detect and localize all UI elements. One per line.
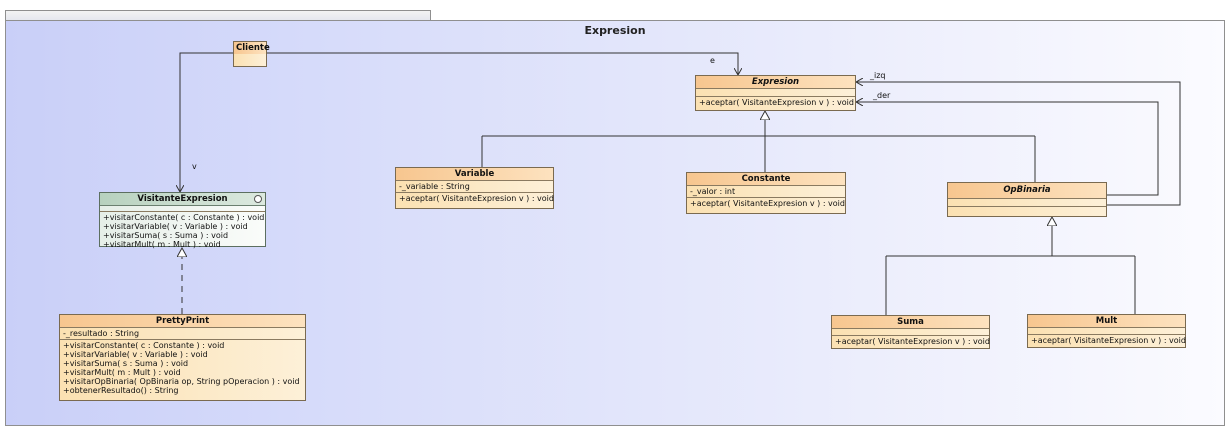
operations-section: +aceptar( VisitanteExpresion v ) : void (687, 198, 845, 209)
attribute: -_resultado : String (63, 329, 140, 338)
operation: +visitarConstante( c : Constante ) : voi… (103, 213, 265, 222)
attributes-section (100, 206, 265, 212)
operation: +visitarVariable( v : Variable ) : void (103, 222, 248, 231)
operation: +visitarSuma( s : Suma ) : void (63, 359, 189, 368)
operation: +aceptar( VisitanteExpresion v ) : void (399, 194, 554, 203)
attribute: -_valor : int (690, 187, 736, 196)
interface-icon (254, 195, 262, 203)
association-cliente-expresion (266, 52, 738, 75)
role-label-v: v (192, 162, 197, 171)
operation: +visitarOpBinaria( OpBinaria op, String … (63, 377, 300, 386)
class-name: Mult (1028, 315, 1185, 328)
operation: +visitarMult( m : Mult ) : void (63, 368, 181, 377)
class-opbinaria[interactable]: OpBinaria (947, 182, 1107, 217)
association-der (856, 102, 1159, 196)
class-variable[interactable]: Variable -_variable : String +aceptar( V… (395, 167, 554, 209)
attributes-section (1028, 328, 1185, 335)
operations-section: +aceptar( VisitanteExpresion v ) : void (832, 336, 990, 347)
association-izq (856, 82, 1181, 206)
class-name: Suma (832, 316, 989, 329)
class-prettyprint[interactable]: PrettyPrint -_resultado : String +visita… (59, 314, 306, 401)
operation: +visitarConstante( c : Constante ) : voi… (63, 341, 225, 350)
class-name: OpBinaria (948, 183, 1106, 199)
association-cliente-visitante (180, 52, 233, 192)
operations-section (948, 207, 1106, 214)
class-name: Cliente (234, 42, 270, 54)
operation: +visitarMult( m : Mult ) : void (103, 240, 221, 249)
package-tab (5, 10, 431, 21)
class-constante[interactable]: Constante -_valor : int +aceptar( Visita… (686, 172, 846, 214)
class-cliente[interactable]: Cliente (233, 41, 270, 67)
operation: +visitarSuma( s : Suma ) : void (103, 231, 229, 240)
class-name-text: VisitanteExpresion (137, 194, 228, 204)
interface-visitante-expresion[interactable]: VisitanteExpresion +visitarConstante( c … (99, 192, 266, 250)
attributes-section: -_resultado : String (60, 328, 305, 340)
class-name: Constante (687, 173, 845, 186)
package-title: Expresion (584, 24, 646, 37)
class-mult[interactable]: Mult +aceptar( VisitanteExpresion v ) : … (1027, 314, 1186, 348)
attributes-section (832, 329, 989, 336)
operation: +obtenerResultado() : String (63, 386, 179, 395)
attributes-section (948, 199, 1106, 207)
attributes-section (696, 89, 855, 97)
role-label-e: e (710, 56, 715, 65)
role-label-izq: _izq (870, 71, 886, 80)
attribute: -_variable : String (399, 182, 470, 191)
class-name: PrettyPrint (60, 315, 305, 328)
class-name: Expresion (696, 76, 855, 89)
class-name: VisitanteExpresion (100, 193, 265, 206)
operation: +aceptar( VisitanteExpresion v ) : void (699, 98, 854, 107)
operation: +aceptar( VisitanteExpresion v ) : void (835, 337, 990, 346)
operations-section: +visitarConstante( c : Constante ) : voi… (100, 212, 265, 250)
operation: +visitarVariable( v : Variable ) : void (63, 350, 208, 359)
operations-section: +aceptar( VisitanteExpresion v ) : void (396, 193, 554, 204)
operations-section: +aceptar( VisitanteExpresion v ) : void (1028, 335, 1186, 346)
attributes-section: -_valor : int (687, 186, 845, 198)
operations-section: +aceptar( VisitanteExpresion v ) : void (696, 97, 855, 108)
role-label-der: _der (873, 91, 891, 100)
operation: +aceptar( VisitanteExpresion v ) : void (690, 199, 845, 208)
class-name: Variable (396, 168, 553, 181)
operations-section: +visitarConstante( c : Constante ) : voi… (60, 340, 305, 396)
class-expresion[interactable]: Expresion +aceptar( VisitanteExpresion v… (695, 75, 856, 111)
operation: +aceptar( VisitanteExpresion v ) : void (1031, 336, 1186, 345)
attributes-section: -_variable : String (396, 181, 553, 193)
class-suma[interactable]: Suma +aceptar( VisitanteExpresion v ) : … (831, 315, 990, 349)
